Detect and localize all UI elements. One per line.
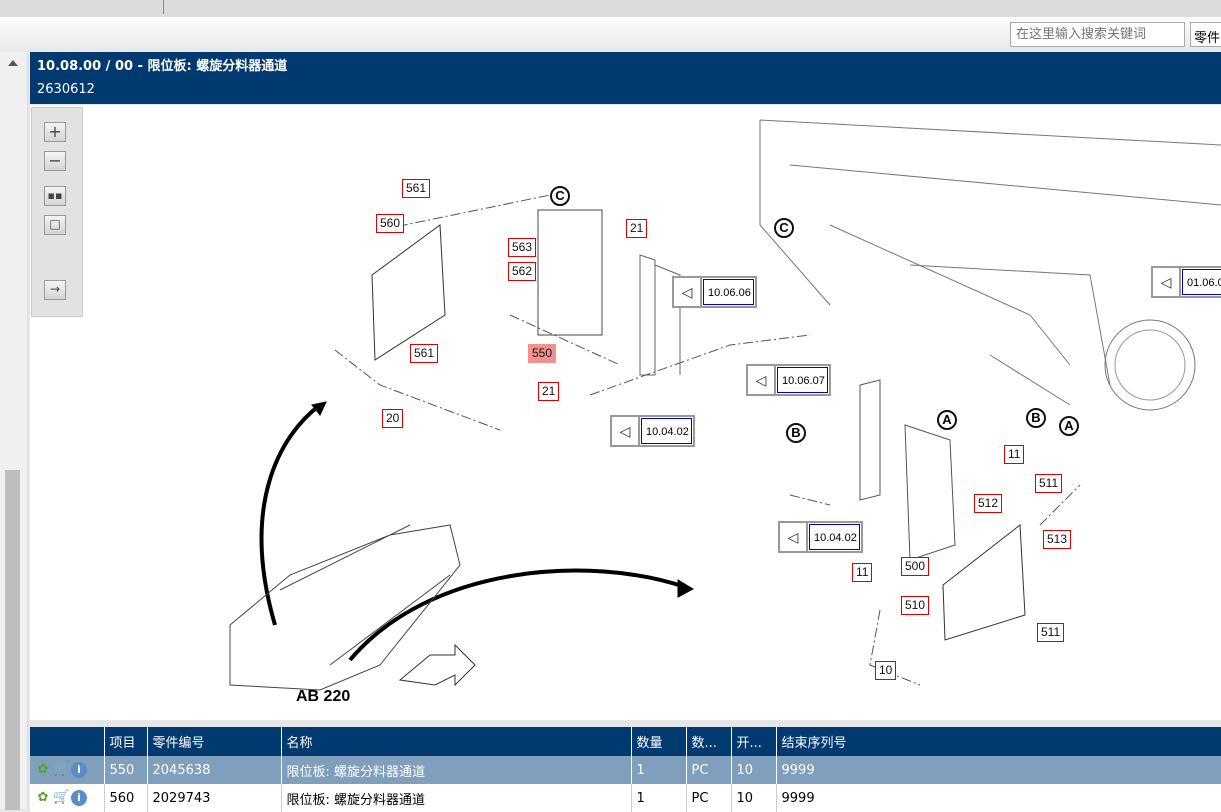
- marker-b: B: [1026, 408, 1046, 428]
- parts-table: 项目 零件编号 名称 数量 数... 开... 结束序列号 ✿ 🛒i 550 20…: [30, 727, 1221, 812]
- top-bar: [0, 0, 1221, 17]
- col-unit[interactable]: 数...: [686, 727, 732, 756]
- callout-11[interactable]: 11: [852, 563, 873, 582]
- callout-500[interactable]: 500: [901, 557, 930, 576]
- callout-21[interactable]: 21: [626, 219, 648, 238]
- cell-name: 限位板: 螺旋分料器通道: [281, 756, 632, 784]
- eye-icon: ◁: [1153, 268, 1181, 296]
- assembly-id: 2630612: [37, 82, 95, 97]
- row-actions: ✿ 🛒i: [30, 756, 105, 784]
- scroll-up-icon[interactable]: [8, 60, 18, 66]
- col-name[interactable]: 名称: [281, 727, 632, 756]
- scrollbar-thumb[interactable]: [5, 470, 20, 810]
- reference-link[interactable]: ◁10.06.07: [746, 364, 831, 396]
- cell-quantity: 1: [631, 784, 687, 812]
- gear-icon[interactable]: ✿: [37, 762, 49, 777]
- reference-link[interactable]: ◁01.06.0: [1151, 266, 1221, 298]
- page-title: 10.08.00 / 00 - 限位板: 螺旋分料器通道: [37, 59, 288, 74]
- cell-part-number: 2045638: [147, 756, 282, 784]
- actual-size-icon[interactable]: □: [44, 215, 66, 235]
- cell-start: 10: [731, 756, 777, 784]
- cell-name: 限位板: 螺旋分料器通道: [281, 784, 632, 812]
- col-item[interactable]: 项目: [104, 727, 148, 756]
- callout-511[interactable]: 511: [1037, 623, 1065, 642]
- model-label: AB 220: [296, 688, 351, 705]
- reference-link[interactable]: ◁10.04.02: [610, 415, 695, 447]
- marker-b: B: [786, 423, 806, 443]
- cell-quantity: 1: [631, 756, 687, 784]
- col-quantity[interactable]: 数量: [631, 727, 687, 756]
- eye-icon: ◁: [612, 417, 640, 445]
- callout-510[interactable]: 510: [901, 596, 930, 615]
- callout-550[interactable]: 550: [528, 344, 557, 363]
- callout-21[interactable]: 21: [538, 382, 560, 401]
- col-start[interactable]: 开...: [731, 727, 777, 756]
- zoom-out-icon[interactable]: −: [44, 151, 66, 171]
- page-header: 10.08.00 / 00 - 限位板: 螺旋分料器通道 2630612: [30, 52, 1221, 104]
- callout-10[interactable]: 10: [875, 661, 897, 680]
- parts-drawing[interactable]: + − ▪▪ □ → 561 560 563 562 561 550 21 21…: [30, 105, 1221, 720]
- toolbar: 零件: [0, 17, 1221, 52]
- col-part-number[interactable]: 零件编号: [147, 727, 282, 756]
- marker-a: A: [1059, 416, 1079, 436]
- cell-start: 10: [731, 784, 777, 812]
- eye-icon: ◁: [748, 366, 776, 394]
- col-actions: [30, 727, 105, 756]
- gear-icon[interactable]: ✿: [37, 790, 49, 805]
- table-header: 项目 零件编号 名称 数量 数... 开... 结束序列号: [30, 727, 1221, 756]
- zoom-in-icon[interactable]: +: [44, 122, 66, 142]
- search-input[interactable]: [1010, 22, 1185, 47]
- cart-icon[interactable]: 🛒: [53, 790, 70, 805]
- marker-a: A: [937, 410, 957, 430]
- cell-part-number: 2029743: [147, 784, 282, 812]
- col-end-serial[interactable]: 结束序列号: [776, 727, 1221, 756]
- callout-561[interactable]: 561: [410, 344, 439, 363]
- eye-icon: ◁: [674, 278, 702, 306]
- callout-562[interactable]: 562: [508, 262, 537, 281]
- divider: [163, 0, 164, 14]
- marker-c: C: [774, 218, 794, 238]
- zoom-toolbar: + − ▪▪ □ →: [31, 107, 83, 317]
- splitter[interactable]: [30, 720, 1221, 727]
- marker-c: C: [550, 186, 570, 206]
- cell-unit: PC: [686, 784, 732, 812]
- table-row[interactable]: ✿ 🛒i 550 2045638 限位板: 螺旋分料器通道 1 PC 10 999…: [30, 756, 1221, 784]
- cart-icon[interactable]: 🛒: [53, 762, 70, 777]
- cell-item: 550: [104, 756, 148, 784]
- callout-563[interactable]: 563: [508, 238, 537, 257]
- parts-button[interactable]: 零件: [1190, 22, 1221, 47]
- cell-unit: PC: [686, 756, 732, 784]
- callout-11[interactable]: 11: [1004, 445, 1025, 464]
- callout-561[interactable]: 561: [402, 179, 431, 198]
- reference-link[interactable]: ◁10.06.06: [672, 276, 757, 308]
- info-icon[interactable]: i: [71, 790, 87, 806]
- cell-end-serial: 9999: [776, 784, 1221, 812]
- fit-all-icon[interactable]: ▪▪: [44, 186, 66, 206]
- callout-20[interactable]: 20: [382, 409, 404, 428]
- exploded-view-art: [229, 119, 1221, 691]
- reference-link[interactable]: ◁10.04.02: [778, 521, 863, 553]
- eye-icon: ◁: [780, 523, 808, 551]
- callout-512[interactable]: 512: [974, 494, 1003, 513]
- cell-end-serial: 9999: [776, 756, 1221, 784]
- table-row[interactable]: ✿ 🛒i 560 2029743 限位板: 螺旋分料器通道 1 PC 10 999…: [30, 784, 1221, 812]
- cell-item: 560: [104, 784, 148, 812]
- left-scrollbar[interactable]: [0, 52, 28, 810]
- callout-513[interactable]: 513: [1043, 530, 1072, 549]
- toggle-panel-icon[interactable]: →: [44, 280, 66, 300]
- info-icon[interactable]: i: [71, 762, 87, 778]
- callout-511[interactable]: 511: [1035, 474, 1063, 493]
- row-actions: ✿ 🛒i: [30, 784, 105, 812]
- callout-560[interactable]: 560: [376, 214, 405, 233]
